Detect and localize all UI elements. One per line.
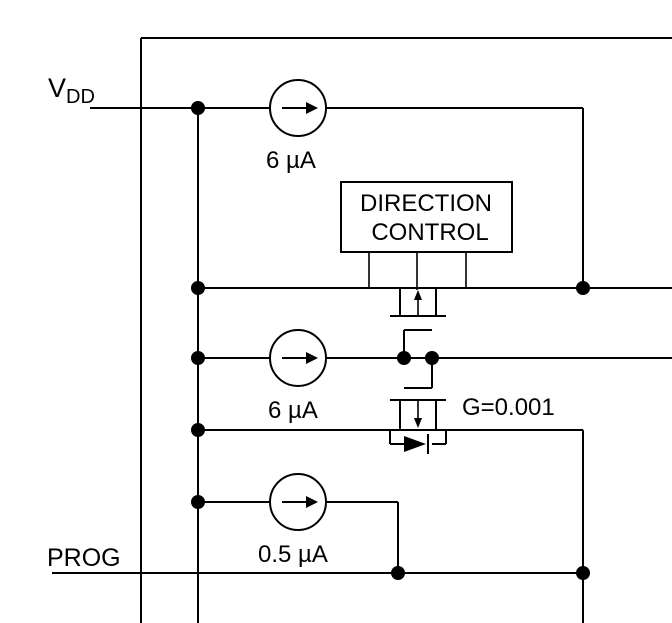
arrow-right-icon (306, 352, 318, 364)
top-branch: 6 µA (90, 79, 584, 288)
vdd-pin-label: VDD (48, 73, 95, 108)
bottom-branch: 0.5 µA (198, 473, 399, 573)
prog-pin-label: PROG (47, 544, 121, 572)
current-label-bottom: 0.5 µA (258, 541, 328, 568)
chip-outline (140, 37, 672, 623)
arrow-up-icon (414, 290, 422, 300)
current-label-middle: 6 µA (268, 397, 318, 424)
gain-label: G=0.001 (462, 394, 555, 421)
current-source-top (269, 79, 327, 137)
upper-transistor (390, 288, 446, 389)
junction-dots (191, 101, 590, 580)
current-source-bottom (269, 473, 327, 531)
direction-control-block: DIRECTION CONTROL (340, 181, 513, 290)
arrow-right-icon (306, 496, 318, 508)
middle-branch: 6 µA (198, 329, 672, 424)
direction-control-line1: DIRECTION (360, 190, 492, 217)
lower-transistor: G=0.001 (389, 394, 555, 454)
arrow-right-icon (306, 102, 318, 114)
direction-control-line2: CONTROL (371, 219, 488, 246)
vdd-main: V (48, 73, 66, 103)
row-4-wire (198, 429, 584, 623)
vdd-subscript: DD (66, 86, 95, 108)
current-source-middle (269, 329, 327, 387)
current-label-top: 6 µA (266, 147, 316, 174)
diode-icon (404, 436, 426, 452)
arrow-down-icon (414, 418, 422, 428)
